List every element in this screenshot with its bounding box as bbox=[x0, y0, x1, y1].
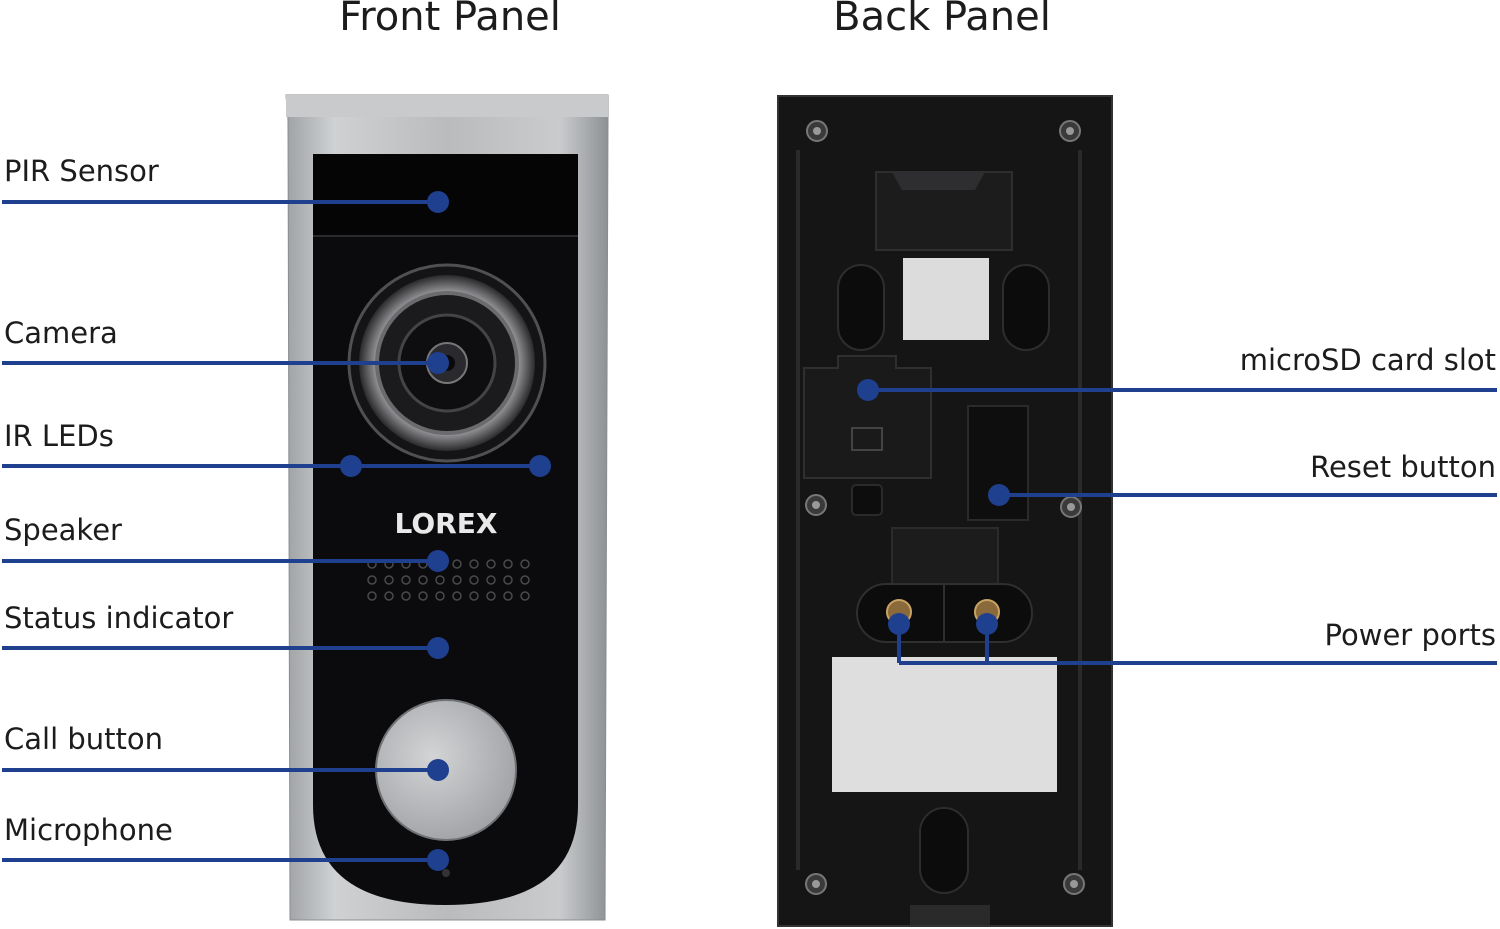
label-power-ports: Power ports bbox=[1324, 618, 1496, 652]
speaker-hole bbox=[384, 575, 394, 585]
speaker-hole bbox=[367, 575, 377, 585]
label-microsd-slot: microSD card slot bbox=[1239, 343, 1496, 377]
speaker-hole bbox=[418, 591, 428, 601]
screw-head bbox=[812, 880, 820, 888]
front-panel-title: Front Panel bbox=[339, 0, 561, 40]
screw-head bbox=[1070, 880, 1078, 888]
label-call-button: Call button bbox=[4, 722, 164, 756]
speaker-hole bbox=[401, 575, 411, 585]
back-doorbell bbox=[777, 95, 1113, 927]
speaker-hole bbox=[452, 575, 462, 585]
label-status-indicator: Status indicator bbox=[4, 601, 234, 635]
callout-lines bbox=[2, 191, 1497, 871]
label-microphone: Microphone bbox=[4, 813, 173, 847]
speaker-hole bbox=[452, 591, 462, 601]
speaker-hole bbox=[486, 575, 496, 585]
microsd-cover bbox=[803, 355, 932, 479]
speaker-hole bbox=[503, 559, 513, 569]
speaker-hole bbox=[418, 575, 428, 585]
back-panel-title: Back Panel bbox=[833, 0, 1051, 40]
speaker-hole bbox=[520, 591, 530, 601]
label-camera: Camera bbox=[4, 316, 118, 350]
screw-head bbox=[1067, 503, 1075, 511]
speaker-hole bbox=[435, 591, 445, 601]
label-reset-button: Reset button bbox=[1310, 450, 1496, 484]
speaker-hole bbox=[503, 575, 513, 585]
speaker-hole bbox=[503, 591, 513, 601]
speaker-hole bbox=[469, 559, 479, 569]
speaker-hole bbox=[520, 575, 530, 585]
speaker-hole bbox=[384, 591, 394, 601]
speaker-hole bbox=[469, 591, 479, 601]
speaker-hole bbox=[367, 591, 377, 601]
top-sticker bbox=[903, 258, 989, 340]
speaker-hole bbox=[469, 575, 479, 585]
screw-head bbox=[812, 501, 820, 509]
speaker-hole bbox=[435, 575, 445, 585]
speaker-hole bbox=[486, 559, 496, 569]
front-doorbell: LOREX bbox=[285, 94, 609, 921]
lorex-logo: LOREX bbox=[395, 507, 498, 540]
screw-head bbox=[1066, 127, 1074, 135]
label-ir-leds: IR LEDs bbox=[4, 419, 114, 453]
speaker-hole bbox=[520, 559, 530, 569]
microphone-hole bbox=[442, 869, 450, 877]
label-speaker: Speaker bbox=[4, 513, 122, 547]
speaker-hole bbox=[452, 559, 462, 569]
screw-head bbox=[813, 127, 821, 135]
bottom-sticker bbox=[832, 657, 1057, 792]
speaker-hole bbox=[486, 591, 496, 601]
speaker-hole bbox=[401, 591, 411, 601]
label-pir-sensor: PIR Sensor bbox=[4, 154, 159, 188]
mounting-screws bbox=[805, 120, 1085, 895]
